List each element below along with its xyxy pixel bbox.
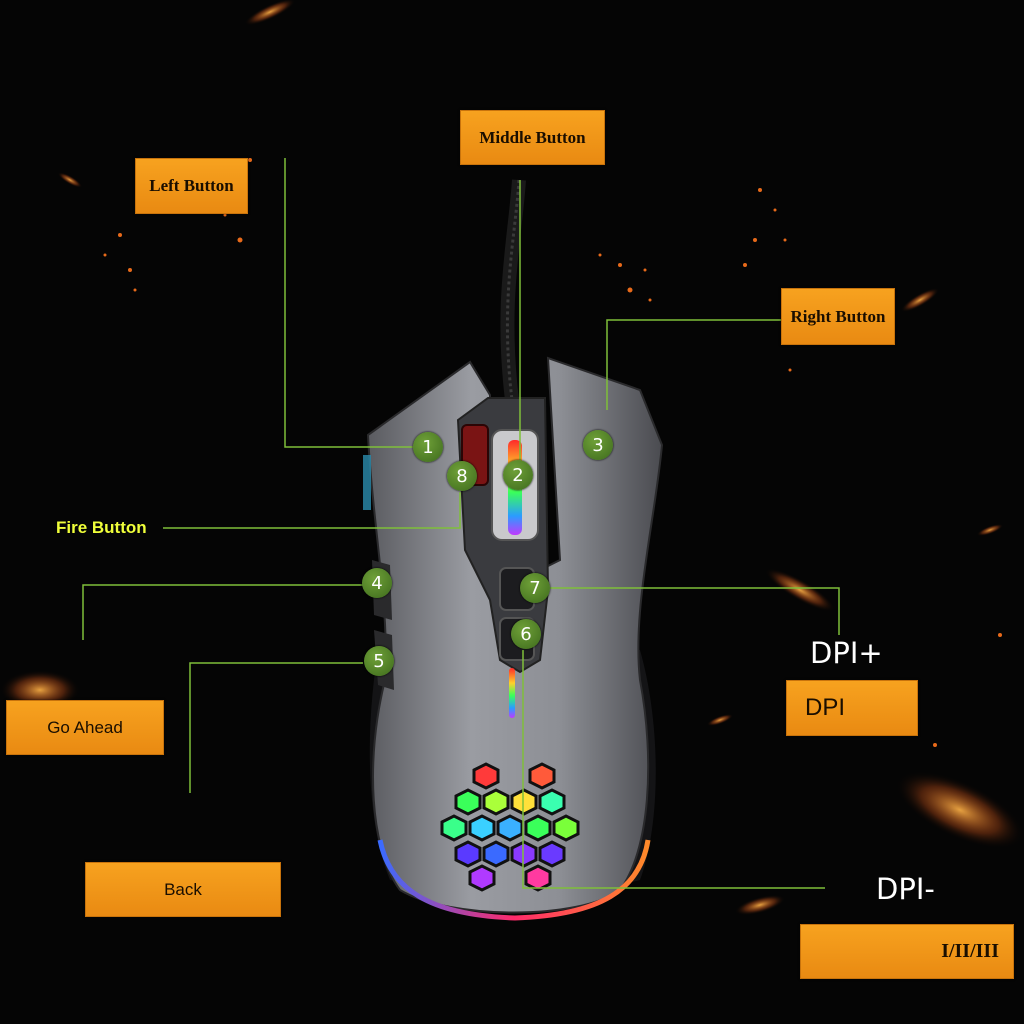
- mouse-cable: [500, 179, 526, 401]
- badge-2: 2: [503, 460, 533, 490]
- right-button-label: Right Button: [781, 288, 895, 345]
- badge-8: 8: [447, 461, 477, 491]
- dpi-minus-text: DPI-: [876, 872, 935, 906]
- badge-5: 5: [364, 646, 394, 676]
- badge-4: 4: [362, 568, 392, 598]
- badge-3: 3: [583, 430, 613, 460]
- leader-lines: [82, 158, 840, 889]
- badge-7: 7: [520, 573, 550, 603]
- middle-button-label: Middle Button: [460, 110, 605, 165]
- badge-1: 1: [413, 432, 443, 462]
- back-label: Back: [85, 862, 281, 917]
- honeycomb-vents: [440, 762, 580, 892]
- rgb-rim: [377, 839, 651, 921]
- go-ahead-label: Go Ahead: [6, 700, 164, 755]
- left-button-label: Left Button: [135, 158, 248, 214]
- fire-button-label: Fire Button: [56, 518, 147, 537]
- background-sparks: [0, 0, 1024, 916]
- dpi-plus-text: DPI+: [810, 636, 883, 670]
- dpi-levels-label: I/II/III: [800, 924, 1014, 979]
- badge-6: 6: [511, 619, 541, 649]
- dpi-label: DPI: [786, 680, 918, 736]
